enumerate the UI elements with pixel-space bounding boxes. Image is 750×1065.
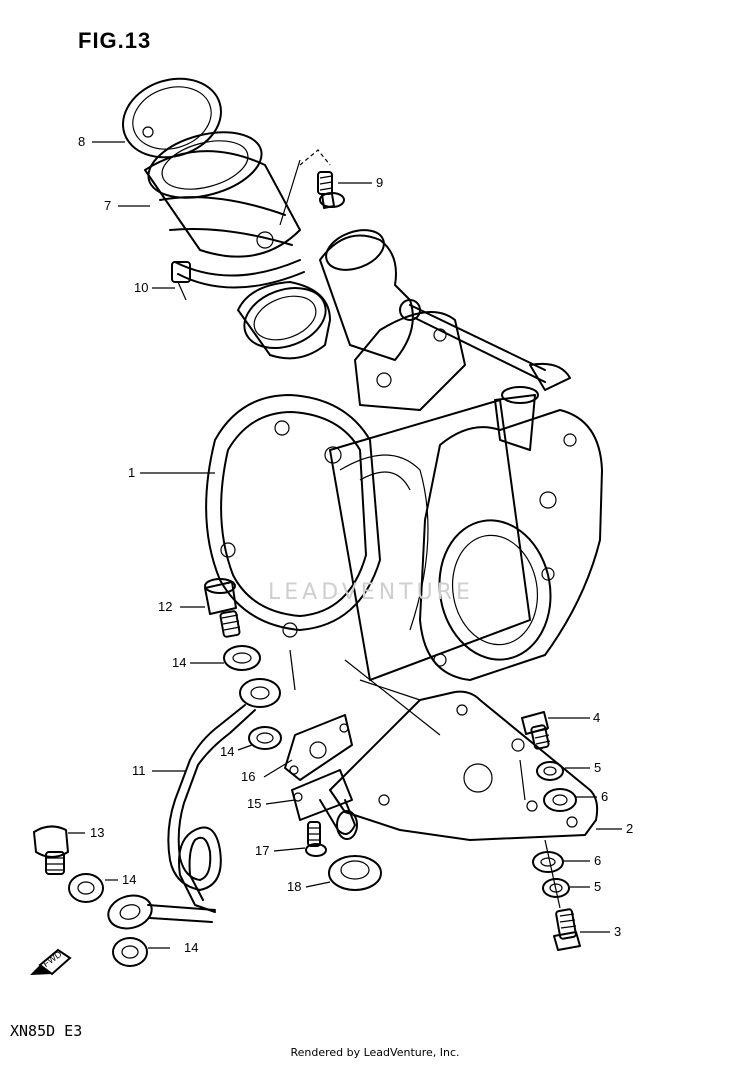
part-1-turbocharger — [205, 229, 603, 736]
callout-11: 11 — [132, 763, 146, 778]
callout-18: 18 — [287, 879, 302, 894]
part-14-washer-lower-a — [68, 873, 104, 903]
part-16-gasket — [284, 714, 353, 781]
callout-14-mid: 14 — [220, 744, 235, 759]
callout-2: 2 — [626, 821, 634, 836]
part-15-oil-outlet — [291, 769, 358, 840]
part-4-bolt — [521, 711, 551, 750]
part-7-intake-hose — [144, 131, 301, 258]
footer-credit: Rendered by LeadVenture, Inc. — [290, 1046, 460, 1059]
part-2-gasket-plate — [329, 690, 599, 841]
callout-6-lower: 6 — [594, 853, 602, 868]
callout-leader-lines — [68, 141, 622, 949]
part-14-washer-upper — [223, 645, 261, 671]
callout-17: 17 — [255, 843, 270, 858]
part-12-bolt — [204, 578, 241, 638]
callout-8: 8 — [78, 134, 86, 149]
part-18-seal — [328, 855, 382, 891]
fwd-arrow-icon — [30, 948, 72, 976]
callout-4: 4 — [593, 710, 601, 725]
callout-1: 1 — [128, 465, 136, 480]
part-5-washer-upper — [536, 761, 564, 781]
callout-15: 15 — [247, 796, 262, 811]
part-3-bolt — [553, 908, 581, 951]
callout-14-upper: 14 — [172, 655, 187, 670]
callout-12: 12 — [158, 599, 173, 614]
callout-14-lower-b: 14 — [184, 940, 199, 955]
callout-5-lower: 5 — [594, 879, 602, 894]
callout-3: 3 — [614, 924, 622, 939]
part-10-hose-clamp — [171, 259, 305, 301]
part-9-bolt — [317, 171, 345, 209]
part-8-o-ring — [122, 77, 222, 159]
callout-9: 9 — [376, 175, 384, 190]
part-6-washer-upper — [543, 788, 577, 812]
callout-16: 16 — [241, 769, 256, 784]
callout-10: 10 — [134, 280, 149, 295]
watermark: LEADVENTURE — [268, 580, 474, 605]
model-code: XN85D E3 — [10, 1022, 83, 1040]
callout-6-upper: 6 — [601, 789, 609, 804]
part-17-bolt — [305, 821, 327, 857]
part-14-washer-mid — [248, 726, 282, 750]
callout-5-upper: 5 — [594, 760, 602, 775]
part-11-oil-pipe — [107, 678, 281, 930]
figure-title: FIG.13 — [78, 28, 152, 53]
part-13-banjo-bolt — [33, 825, 69, 875]
callout-7: 7 — [104, 198, 112, 213]
callout-14-lower-a: 14 — [122, 872, 137, 887]
part-14-washer-lower-b — [112, 937, 148, 967]
callout-13: 13 — [90, 825, 105, 840]
